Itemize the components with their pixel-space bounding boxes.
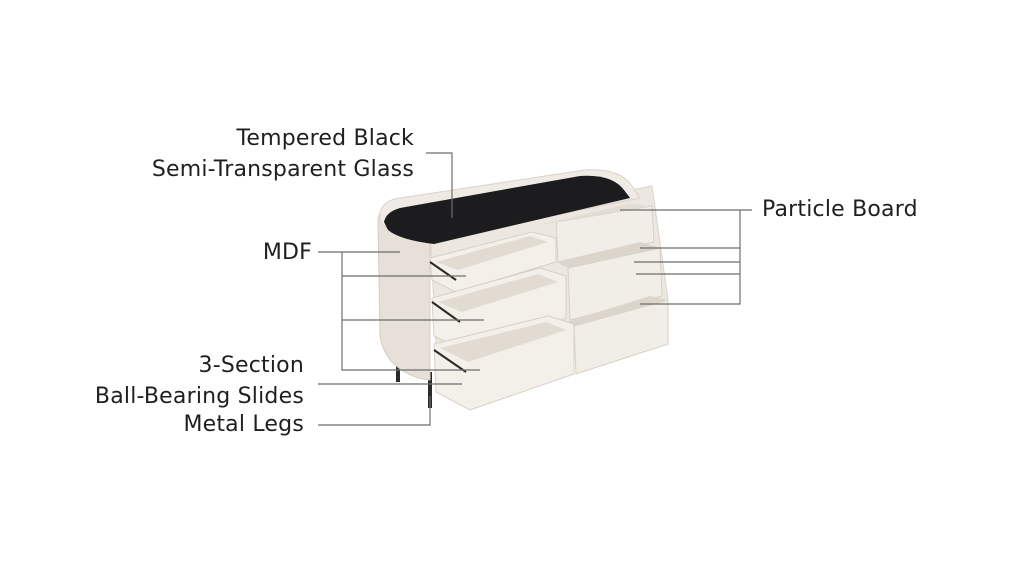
label-slides-line1: 3-Section — [198, 353, 304, 378]
label-glass-line1: Tempered Black — [236, 126, 414, 151]
label-slides-line2: Ball-Bearing Slides — [94, 384, 304, 409]
label-particle-board: Particle Board — [762, 197, 918, 222]
leader-lines — [318, 152, 752, 426]
left-open-drawers — [429, 231, 575, 411]
glass-top — [384, 175, 630, 244]
label-glass-line2: Semi-Transparent Glass — [151, 157, 414, 182]
label-metal-legs: Metal Legs — [183, 412, 304, 437]
label-mdf: MDF — [262, 240, 312, 265]
